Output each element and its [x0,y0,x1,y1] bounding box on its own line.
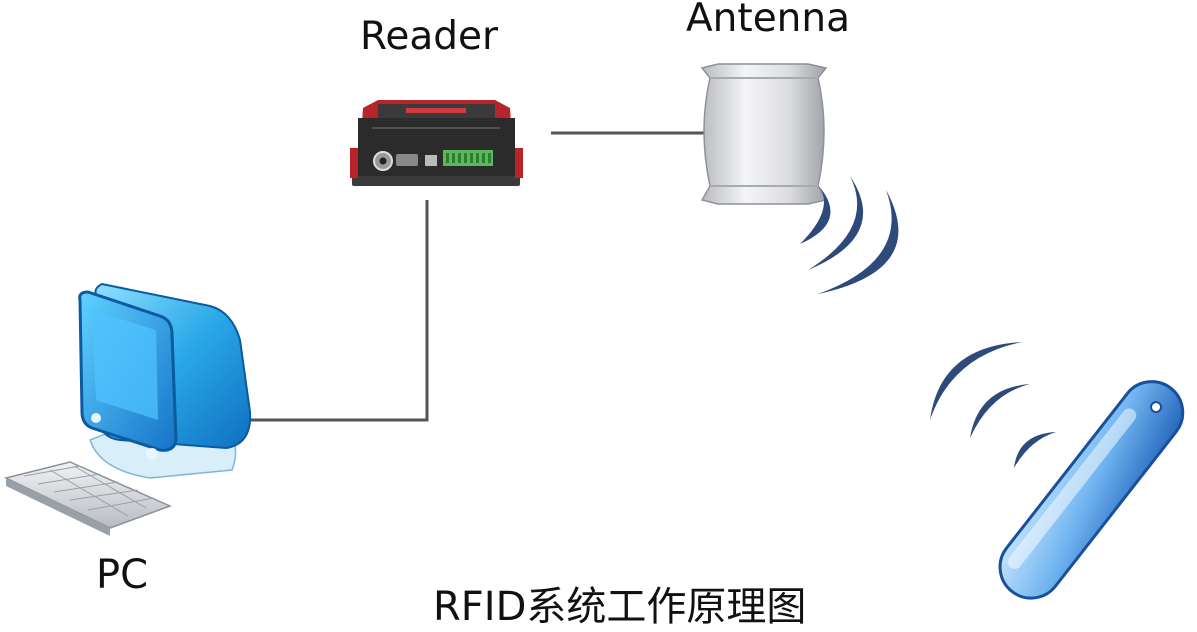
antenna-wave-small [800,185,831,244]
rfid-tag-icon [998,380,1185,600]
antenna-label: Antenna [686,0,851,41]
tag-wave-small [1014,432,1056,468]
radio-wave-icon [800,176,899,294]
antenna-wave-large [818,190,899,294]
pc-reader-cable [236,200,429,422]
pc-icon [3,282,252,536]
connection-lines [236,131,705,422]
reader-label: Reader [360,14,499,59]
diagram-caption: RFID系统工作原理图 [433,584,807,630]
tag-wave-large [930,342,1022,420]
antenna-icon [700,63,828,205]
radio-wave-icon [930,342,1056,468]
pc-label: PC [96,552,149,598]
reader-device-icon [350,100,523,186]
antenna-wave-medium [808,176,864,270]
tag-wave-medium [970,384,1030,438]
